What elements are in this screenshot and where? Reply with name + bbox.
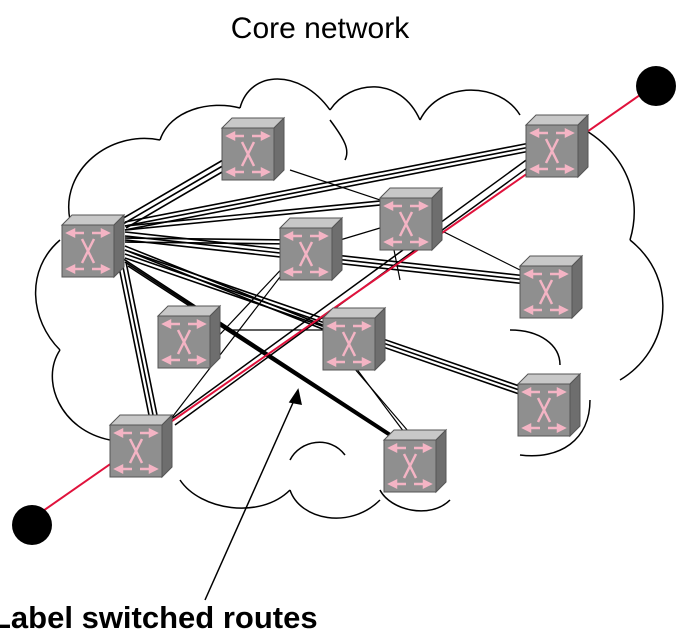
routes-pointer-arrow (204, 388, 302, 601)
endpoint-node (636, 66, 676, 106)
diagram-title: Core network (230, 12, 410, 45)
router-icon (108, 413, 174, 479)
router-icon (378, 186, 444, 252)
router-icon (518, 254, 584, 320)
routes-caption: Label switched routes (0, 600, 318, 635)
router-icon (516, 372, 582, 438)
router-icon (278, 216, 344, 282)
router-icon (60, 213, 126, 279)
endpoint-node (12, 505, 52, 545)
router-icon (524, 113, 590, 179)
router-icon (382, 428, 448, 494)
router-icon (220, 116, 286, 182)
router-icon (321, 306, 387, 372)
router-icon (156, 304, 222, 370)
lsp-bundles (117, 142, 546, 449)
core-network-cloud (34, 78, 664, 519)
